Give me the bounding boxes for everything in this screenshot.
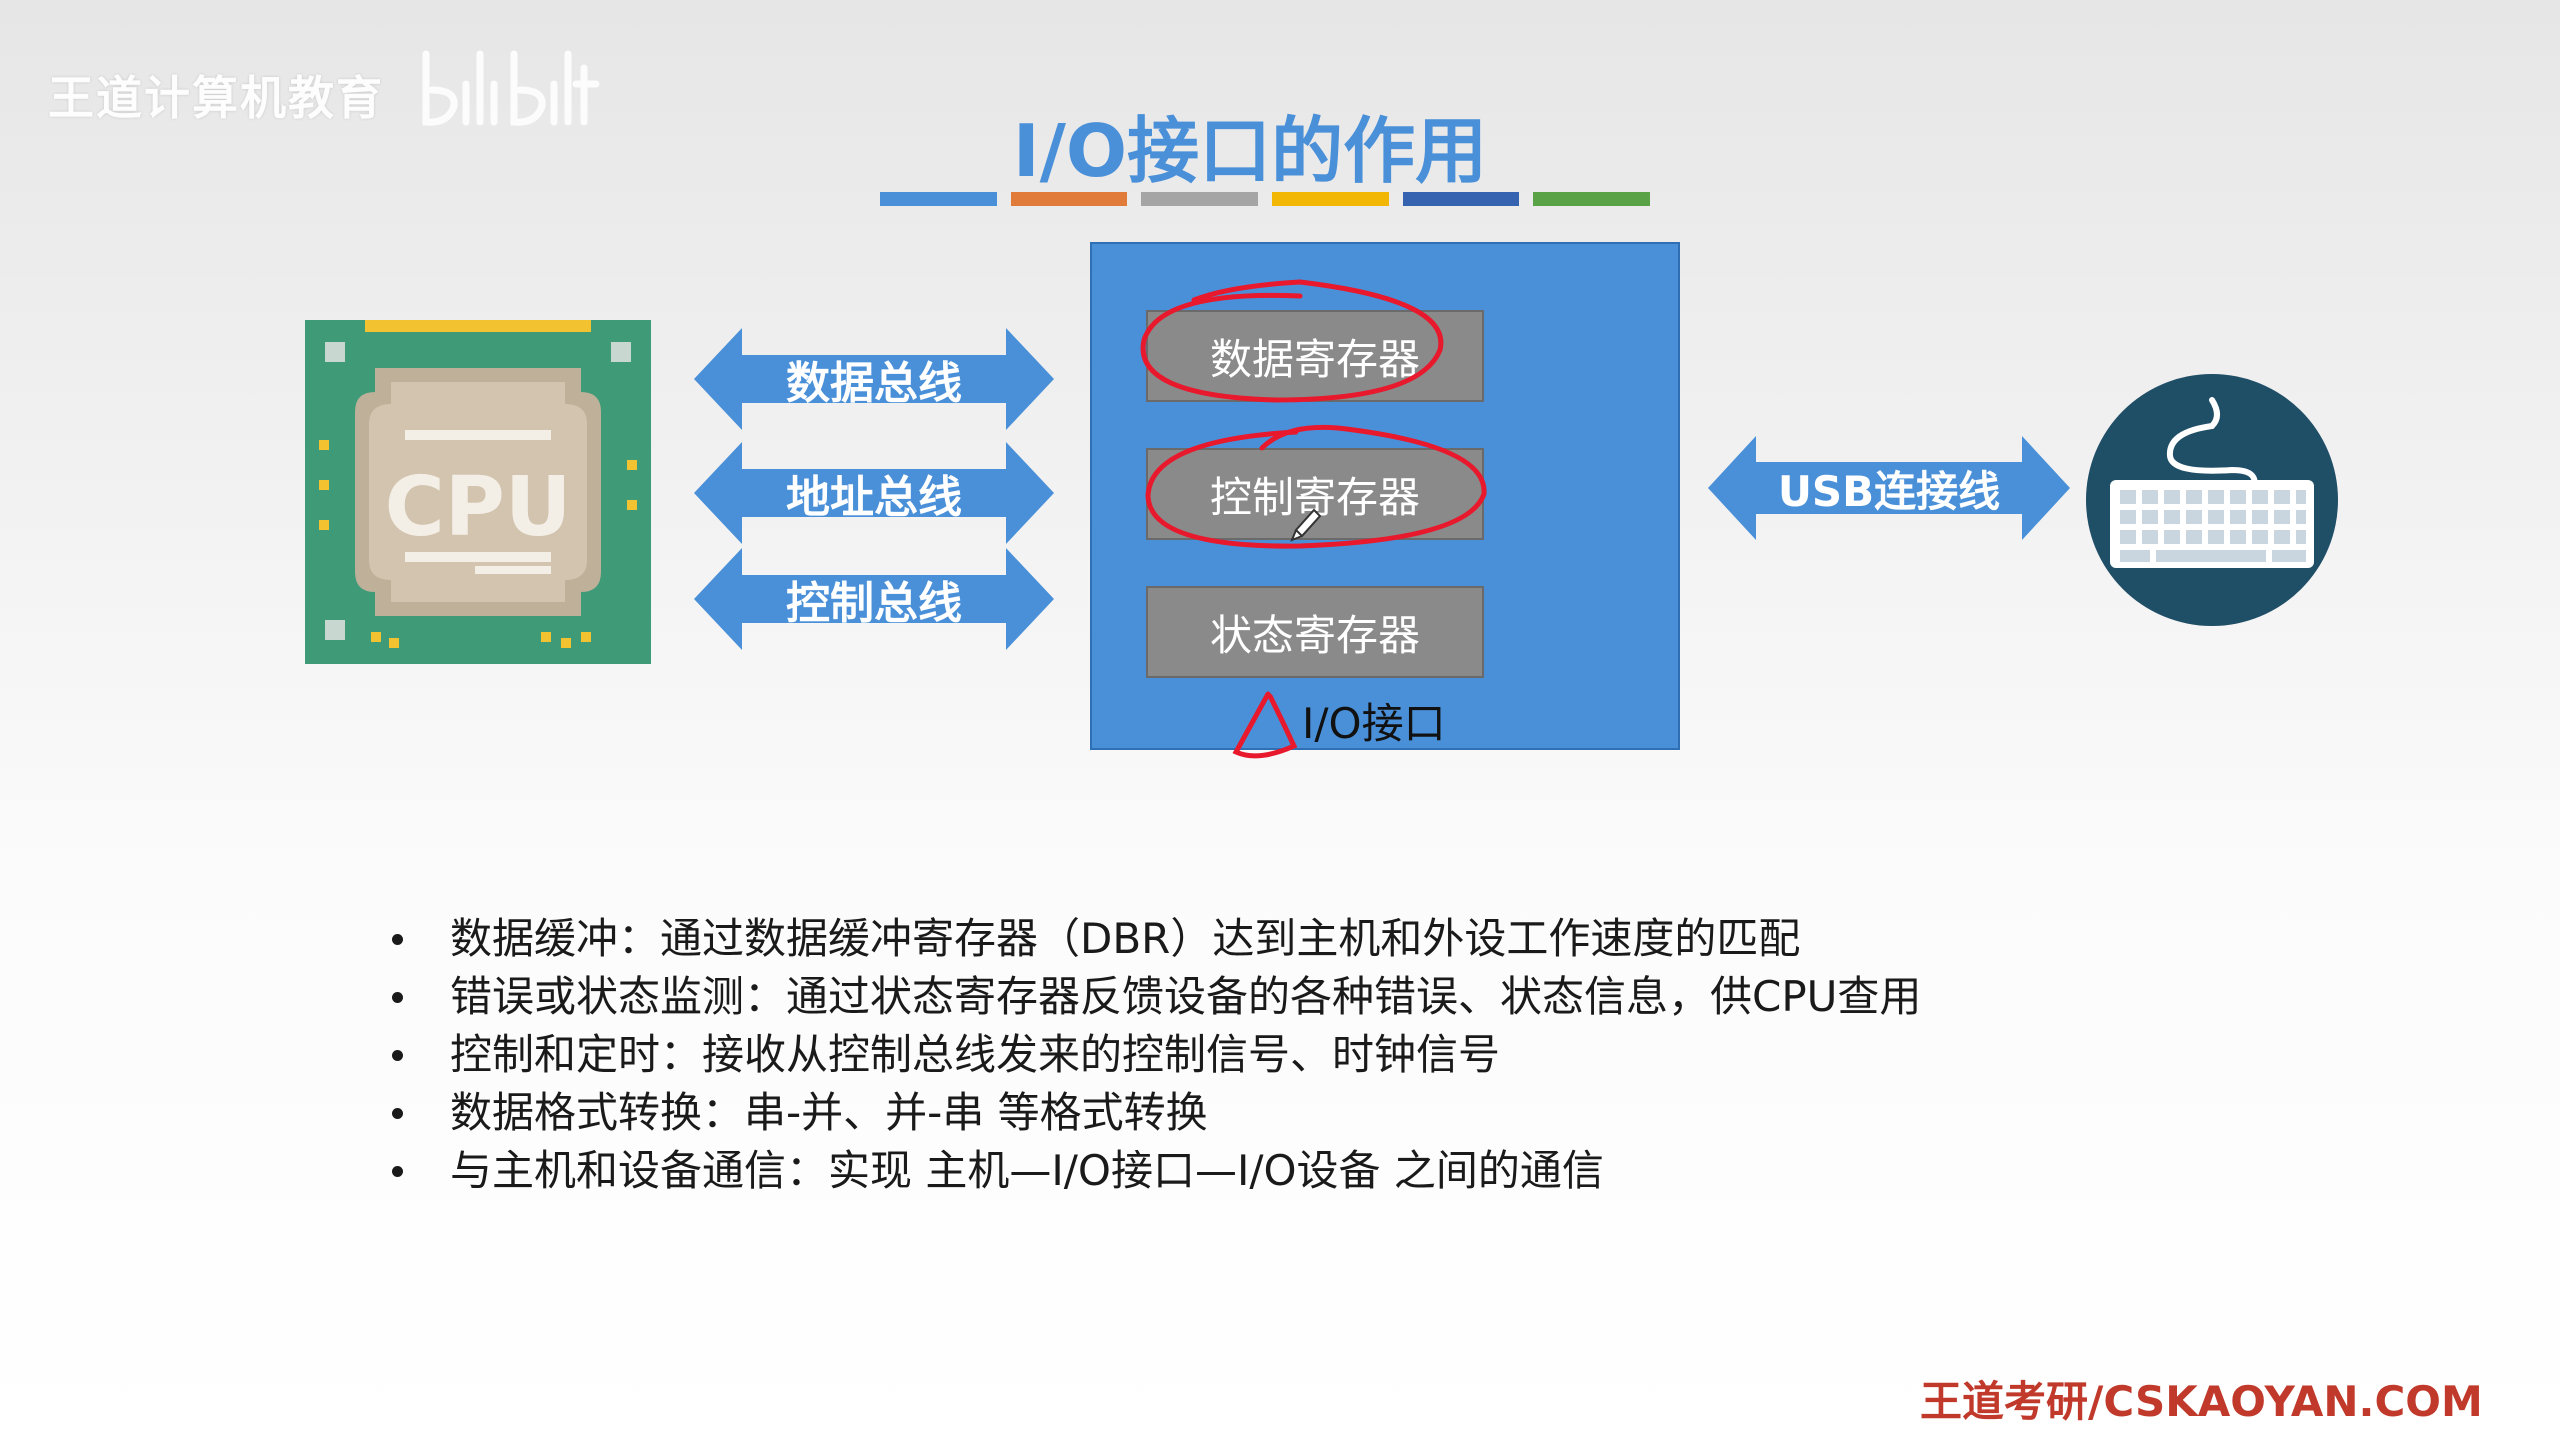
control-register: 控制寄存器 bbox=[1146, 448, 1484, 540]
control-bus-arrow: 控制总线 bbox=[694, 548, 1054, 650]
io-interface-box: 数据寄存器 控制寄存器 状态寄存器 bbox=[1090, 242, 1680, 750]
bilibili-logo-icon bbox=[422, 50, 600, 126]
title-bar-segment bbox=[1010, 192, 1128, 206]
bullet-item: 错误或状态监测：通过状态寄存器反馈设备的各种错误、状态信息，供CPU查用 bbox=[384, 968, 1921, 1026]
title-bar-segment bbox=[1141, 192, 1259, 206]
status-register: 状态寄存器 bbox=[1146, 586, 1484, 678]
title-bar-segment bbox=[880, 192, 997, 206]
address-bus-arrow: 地址总线 bbox=[694, 442, 1054, 544]
title-bar-segment bbox=[1402, 192, 1520, 206]
control-bus-label: 控制总线 bbox=[786, 578, 962, 629]
keyboard-icon bbox=[2086, 374, 2338, 626]
watermark-text: 王道计算机教育 bbox=[48, 71, 384, 125]
usb-cable-arrow: USB连接线 bbox=[1708, 436, 2070, 540]
title-bar-segment bbox=[1533, 192, 1651, 206]
address-bus-label: 地址总线 bbox=[786, 472, 962, 523]
title-bar-segment bbox=[1272, 192, 1389, 206]
cpu-chip-icon: CPU bbox=[305, 320, 651, 664]
io-interface-label: I/O接口 bbox=[1302, 699, 1446, 748]
bullet-item: 控制和定时：接收从控制总线发来的控制信号、时钟信号 bbox=[384, 1026, 1921, 1084]
title-color-bar bbox=[880, 192, 1651, 206]
bullet-item: 数据格式转换：串-并、并-串 等格式转换 bbox=[384, 1084, 1921, 1142]
bullet-item: 与主机和设备通信：实现 主机—I/O接口—I/O设备 之间的通信 bbox=[384, 1142, 1921, 1200]
data-register: 数据寄存器 bbox=[1146, 310, 1484, 402]
usb-cable-label: USB连接线 bbox=[1777, 466, 2001, 516]
slide-title: I/O接口的作用 bbox=[1012, 109, 1488, 193]
bullet-item: 数据缓冲：通过数据缓冲寄存器（DBR）达到主机和外设工作速度的匹配 bbox=[384, 910, 1921, 968]
footer-brand: 王道考研/CSKAOYAN.COM bbox=[1920, 1377, 2483, 1426]
cpu-label: CPU bbox=[385, 460, 572, 555]
function-bullet-list: 数据缓冲：通过数据缓冲寄存器（DBR）达到主机和外设工作速度的匹配 错误或状态监… bbox=[384, 910, 1921, 1200]
data-bus-arrow: 数据总线 bbox=[694, 328, 1054, 430]
data-bus-label: 数据总线 bbox=[786, 358, 962, 409]
